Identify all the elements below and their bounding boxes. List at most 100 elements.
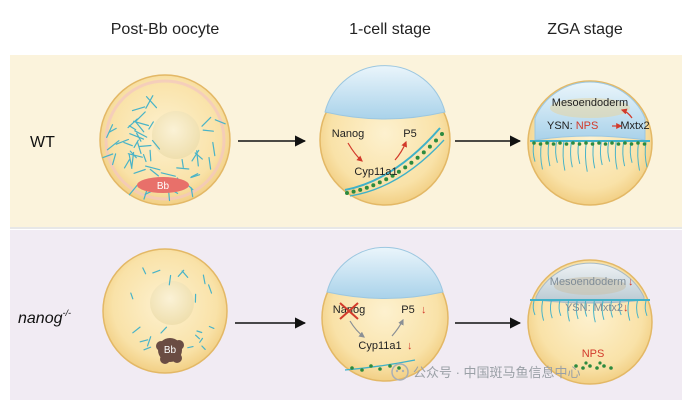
microtubule [134, 120, 145, 133]
yolk-microtubule [532, 300, 536, 316]
yolk-microtubule [610, 300, 614, 318]
row-label-nanog-mutant: nanog-/- [18, 308, 71, 327]
wt-arrow-cyp-to-p5 [394, 140, 408, 161]
wt-ysn-label: YSN: NPS [547, 120, 598, 132]
germ-plasm-dot [360, 368, 364, 372]
header-1-cell-stage: 1-cell stage [349, 21, 431, 38]
yolk-microtubule [555, 141, 558, 163]
germ-plasm-dot [595, 366, 599, 370]
microtubule [208, 284, 213, 294]
wt-mxtx2-label: Mxtx2 [620, 120, 649, 132]
germ-plasm-dot [390, 173, 395, 178]
microtubule [176, 167, 190, 170]
germ-plasm-dot [598, 361, 602, 365]
microtubule [136, 132, 142, 142]
germ-plasm-dot [440, 132, 444, 136]
microtubule [143, 346, 152, 351]
row-label-wt: WT [30, 134, 55, 151]
microtubule [202, 129, 214, 132]
mut-nps-label: NPS [582, 348, 605, 360]
microtubule [160, 326, 168, 334]
germ-plasm-dot [642, 142, 647, 146]
microtubule [128, 184, 138, 196]
microtubule [145, 95, 158, 109]
germ-plasm-dot [571, 141, 575, 145]
microtubule [137, 142, 142, 154]
microtubule [138, 144, 152, 148]
mut-mesoendoderm-down-arrow: ↓ [628, 276, 634, 288]
microtubule [191, 149, 200, 162]
yolk-microtubule [584, 300, 588, 317]
microtubule [201, 116, 212, 127]
microtubule [201, 345, 206, 350]
germ-plasm-dot [588, 364, 592, 368]
microtubule [199, 337, 204, 343]
germ-plasm-dot [545, 141, 549, 145]
germ-plasm-dot [377, 180, 382, 185]
yolk-microtubule [562, 141, 566, 171]
microtubule [142, 267, 147, 275]
wt-zga-embryo: Mesoendoderm YSN: NPS Mxtx2 [527, 80, 653, 206]
microtubule [139, 339, 149, 343]
yolk-microtubule [567, 300, 570, 322]
header-zga-stage: ZGA stage [547, 21, 623, 38]
row-label-nanog-superscript: -/- [63, 308, 72, 318]
microtubule [135, 111, 146, 123]
microtubule [196, 150, 199, 167]
microtubule [115, 138, 129, 145]
germ-plasm-dot [603, 142, 608, 146]
header-post-bb-oocyte: Post-Bb oocyte [111, 21, 220, 38]
germ-plasm-dot [538, 142, 543, 146]
wechat-icon [391, 363, 409, 381]
germ-plasm-dot [358, 187, 363, 192]
mut-cyp11a1-label: Cyp11a1 [358, 340, 401, 352]
germ-plasm-dot [434, 138, 438, 143]
mut-blastodisc-cap [326, 246, 444, 299]
microtubule [190, 187, 194, 198]
yolk-microtubule [541, 300, 545, 321]
germ-plasm-dot [364, 185, 369, 190]
yolk-microtubule [570, 141, 573, 168]
microtubule [196, 330, 203, 334]
mut-ysn-mxtx2-label: YSN: Mxtx2 [565, 302, 623, 314]
microtubule [149, 168, 159, 177]
wt-balbiani-body [137, 177, 189, 193]
mut-p5-down-arrow: ↓ [421, 304, 427, 316]
wt-arrow-mxtx2-to-meso [620, 108, 633, 119]
microtubule [146, 336, 152, 347]
microtubule [123, 141, 133, 147]
germ-plasm-dot [351, 189, 356, 194]
microtubule [133, 120, 149, 127]
microtubule [145, 95, 154, 109]
mut-nanog-cross-icon [339, 302, 359, 320]
mut-zga-embryo: Mesoendoderm ↓ YSN: Mxtx2 ↓ NPS [527, 259, 653, 385]
mut-one-cell-embryo: Nanog P5 ↓ Cyp11a1 ↓ [321, 246, 449, 382]
mut-zga-microtubules [532, 300, 648, 323]
yolk-microtubule [593, 300, 596, 323]
germ-plasm-dot [409, 160, 414, 165]
microtubule [123, 159, 130, 169]
wt-p5-label: P5 [403, 128, 416, 140]
microtubule [127, 153, 143, 158]
germ-plasm-dot [415, 155, 420, 160]
mut-arrow-nanog-to-cyp [349, 320, 365, 338]
mut-oocyte: Bb [102, 248, 228, 374]
germ-plasm-dot [427, 144, 432, 149]
mut-mesoendoderm-label: Mesoendoderm [550, 276, 626, 288]
wt-zga-microtubules [532, 141, 648, 172]
mut-mxtx2-down-arrow: ↓ [623, 302, 629, 314]
wt-oocyte-nucleus [152, 111, 200, 159]
mut-p5-label: P5 [401, 304, 414, 316]
germ-plasm-dot [602, 364, 606, 368]
germ-plasm-dot [564, 142, 569, 146]
microtubule [214, 119, 226, 125]
yolk-microtubule [601, 300, 605, 320]
microtubule [127, 118, 138, 129]
microtubule [212, 141, 216, 157]
germ-plasm-dot [421, 150, 426, 155]
wt-arrow-nanog-to-cyp [347, 142, 363, 162]
yolk-microtubule [618, 300, 622, 316]
microtubule [102, 153, 114, 159]
watermark-text: 公众号 · 中国斑马鱼信息中心 [413, 365, 581, 380]
